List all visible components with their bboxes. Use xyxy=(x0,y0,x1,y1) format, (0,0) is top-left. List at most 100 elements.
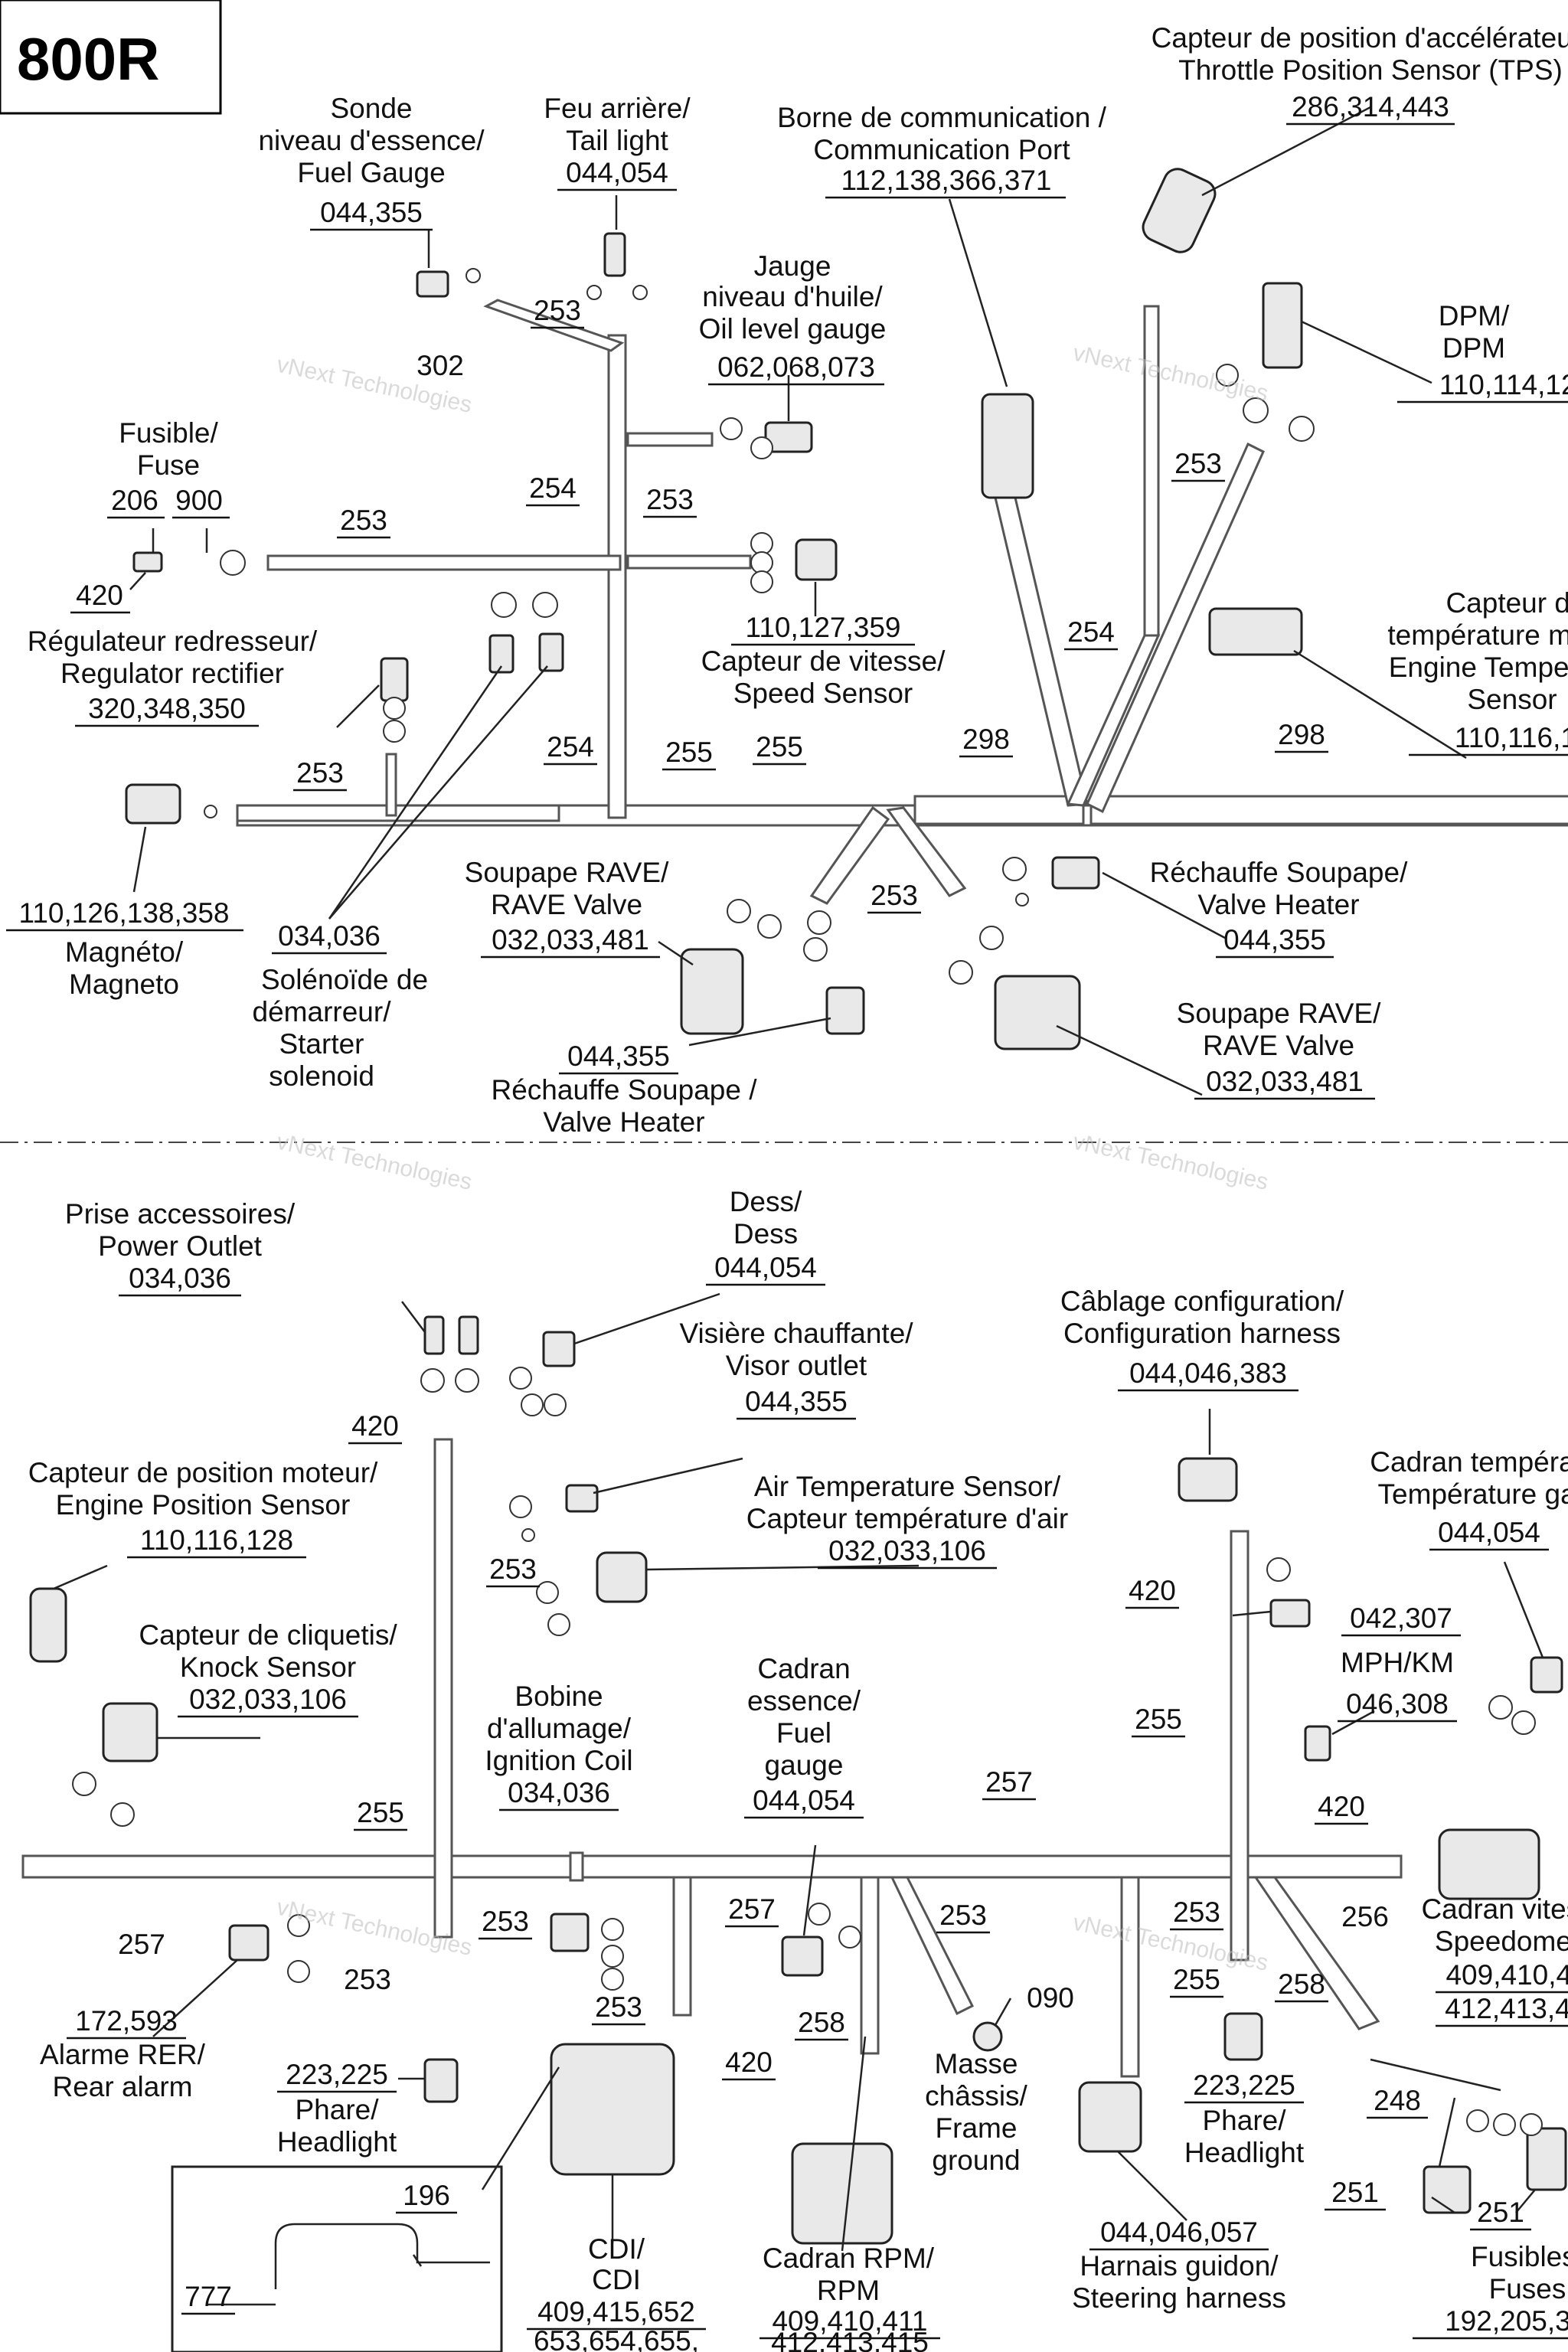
magneto-branch xyxy=(236,804,560,822)
steering-connector xyxy=(1078,2081,1142,2153)
speedo-label-en: Speedometer xyxy=(1435,1926,1568,1957)
lower-connectors xyxy=(29,1315,1567,2352)
valve-heater-1-label-fr: Réchauffe Soupape/ xyxy=(1150,857,1408,888)
visor-label-fr: Visière chauffante/ xyxy=(679,1318,913,1349)
wire-number: 253 xyxy=(482,1906,529,1937)
frame-ground-ring xyxy=(972,2021,1003,2052)
power-outlet-label-fr: Prise accessoires/ xyxy=(65,1198,296,1230)
fuses-ref: 192,205,388 xyxy=(1445,2305,1568,2337)
fuel-level-ref: 044,355 xyxy=(320,197,423,228)
lower-left-vertical xyxy=(433,1438,453,1939)
air-temp-connector xyxy=(596,1551,648,1603)
wire-number: 253 xyxy=(871,880,918,911)
component-labels: Capteur de position d'accélérateur/ Thro… xyxy=(6,22,1568,2352)
ign-coil-label-3: Ignition Coil xyxy=(485,1745,632,1776)
valve-heater-1-connector xyxy=(825,986,865,1035)
cdi-label-1: CDI/ xyxy=(588,2233,645,2265)
engine-pos-connector xyxy=(29,1587,67,1663)
speedo-connector xyxy=(1438,1828,1540,1900)
tps-ref: 286,314,443 xyxy=(1292,91,1449,122)
mph-connector-b xyxy=(1304,1725,1331,1762)
wire-number: 420 xyxy=(1129,1575,1176,1606)
engine-temp-ref: 110,116,128 xyxy=(1455,722,1568,753)
steering-ref: 044,046,057 xyxy=(1100,2216,1258,2248)
fuse-ref-206: 206 xyxy=(111,485,158,516)
regulator-branch xyxy=(385,753,397,817)
rpm-label-fr: Cadran RPM/ xyxy=(763,2243,935,2274)
dess-label-2: Dess xyxy=(733,1218,798,1250)
visor-connector xyxy=(565,1484,599,1513)
headlight-2-label-en: Headlight xyxy=(1184,2137,1305,2168)
steering-label-en: Steering harness xyxy=(1072,2282,1286,2314)
knock-ref: 032,033,106 xyxy=(189,1684,347,1715)
dpm-branch-a xyxy=(1066,634,1161,807)
wire-number: 253 xyxy=(340,505,387,536)
lower-trunk xyxy=(21,1854,1403,1879)
ign-coil-connector xyxy=(550,1913,590,1952)
inset-box xyxy=(171,2165,503,2352)
fuel-level-branch xyxy=(483,299,625,352)
wire-number: 255 xyxy=(665,737,713,768)
starter-connector-a xyxy=(488,634,514,674)
fuel-level-connector xyxy=(416,270,449,298)
rpm-ref-2: 412,413,415 xyxy=(771,2327,929,2352)
magneto-connector xyxy=(125,783,181,825)
inset-ref-777: 777 xyxy=(185,2281,232,2312)
dpm-ref: 110,114,126 xyxy=(1439,369,1568,400)
magneto-label-en: Magneto xyxy=(69,969,179,1000)
wire-number: 302 xyxy=(416,350,464,381)
comm-port-label-fr: Borne de communication / xyxy=(777,102,1107,133)
starter-label-2: démarreur/ xyxy=(253,996,392,1027)
engine-temp-label-4: Sensor xyxy=(1467,684,1557,715)
dess-connector xyxy=(542,1331,576,1367)
temp-gauge-ref: 044,054 xyxy=(1438,1517,1540,1548)
watermark: vNext Technologies xyxy=(1071,1129,1271,1195)
leader-lines xyxy=(53,106,1544,2306)
air-temp-label-fr: Capteur température d'air xyxy=(746,1503,1068,1534)
wire-number: 257 xyxy=(118,1929,165,1960)
frame-ground-ref: 090 xyxy=(1027,1982,1074,2014)
frame-ground-label-3: Frame xyxy=(936,2112,1018,2144)
starter-label-3: Starter xyxy=(279,1028,364,1060)
rave-branch-left xyxy=(809,805,890,905)
rear-alarm-ref: 172,593 xyxy=(75,2005,178,2037)
engine-temp-label-3: Engine Temperature xyxy=(1389,652,1568,683)
wire-number: 254 xyxy=(529,472,577,504)
speed-branch xyxy=(626,554,752,570)
tps-connector xyxy=(1142,168,1217,253)
starter-label-1: Solénoïde de xyxy=(261,964,428,995)
rave-valve-2-connector xyxy=(994,975,1081,1050)
title-box xyxy=(0,0,222,115)
rave-valve-1-ref: 032,033,481 xyxy=(492,924,649,956)
headlight-1-label-fr: Phare/ xyxy=(295,2094,379,2125)
upper-connectors xyxy=(125,168,1303,1050)
frame-ground-label-4: ground xyxy=(932,2145,1020,2176)
mph-ref-2: 046,308 xyxy=(1346,1688,1449,1720)
fuel-level-label-3: Fuel Gauge xyxy=(297,157,445,188)
rear-alarm-connector xyxy=(228,1924,270,1962)
wire-tags xyxy=(72,268,1543,2136)
oil-level-label-2: niveau d'huile/ xyxy=(702,281,883,312)
fuse-label-en: Fuse xyxy=(137,449,200,481)
fuses-label-en: Fuses xyxy=(1489,2273,1566,2305)
valve-heater-2-ref: 044,355 xyxy=(567,1040,670,1072)
oil-branch xyxy=(626,432,714,447)
rear-alarm-label-en: Rear alarm xyxy=(53,2071,193,2102)
rave-valve-2-label-en: RAVE Valve xyxy=(1203,1030,1354,1061)
wire-number: 253 xyxy=(1174,448,1222,479)
ign-coil-ref: 034,036 xyxy=(508,1777,610,1808)
inset-pipe xyxy=(274,2223,490,2289)
fuel-level-label-2: niveau d'essence/ xyxy=(258,125,485,156)
wire-number: 256 xyxy=(1341,1901,1389,1932)
wire-number: 255 xyxy=(357,1797,404,1828)
starter-label-4: solenoid xyxy=(269,1060,374,1092)
mph-connector-a xyxy=(1269,1599,1311,1628)
dpm-branch-b xyxy=(1086,442,1265,814)
oil-level-label-1: Jauge xyxy=(754,250,831,282)
speed-sensor-connector xyxy=(795,538,838,581)
ign-coil-label-2: d'allumage/ xyxy=(487,1713,632,1744)
dess-ref: 044,054 xyxy=(714,1252,817,1283)
engine-temp-connector xyxy=(1208,607,1303,656)
wire-number: 255 xyxy=(756,731,803,763)
fuses-branch xyxy=(1253,1876,1380,2030)
